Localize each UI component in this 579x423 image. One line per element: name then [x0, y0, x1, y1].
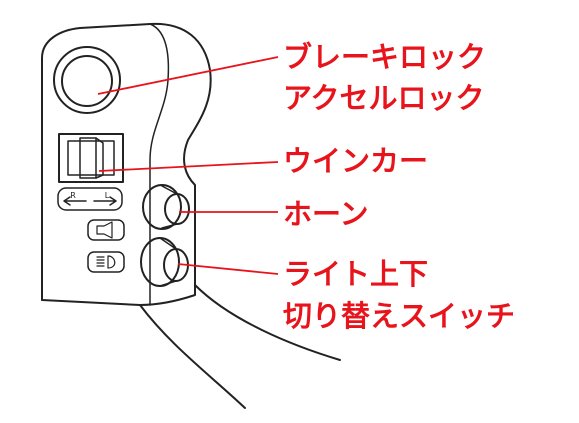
label-brake-lock: ブレーキロック	[283, 40, 487, 74]
winker-switch-frame	[58, 133, 124, 183]
label-winker: ウインカー	[283, 144, 429, 178]
leader-line-winker	[98, 161, 279, 172]
winker-switch-knob	[79, 137, 97, 179]
headlight-marking-plate	[87, 251, 125, 273]
handlebar-upper-edge	[194, 284, 341, 361]
headlight-icon	[96, 255, 116, 269]
horn-marking-plate	[87, 219, 125, 241]
handlebar-lower-edge	[139, 304, 246, 409]
label-accel-lock: アクセルロック	[283, 81, 485, 115]
left-arrow-icon	[63, 196, 87, 206]
winker-switch-slot	[67, 140, 115, 176]
housing-front-edge	[149, 23, 170, 306]
leader-line-light-switch	[177, 263, 279, 275]
light-switch-base	[140, 237, 180, 287]
label-horn: ホーン	[283, 197, 369, 231]
label-light-switch-line1: ライト上下	[283, 257, 429, 291]
brake-lock-button-ring	[53, 46, 121, 114]
label-light-switch-line2: 切り替えスイッチ	[283, 299, 516, 333]
winker-marking-plate	[57, 187, 123, 211]
light-switch-shaft	[159, 237, 177, 287]
horn-button-shaft	[161, 185, 178, 229]
winker-mark-right: R	[70, 191, 76, 200]
horn-icon	[96, 221, 113, 239]
winker-mark-left: L	[105, 191, 110, 200]
winker-switch-knob-side	[95, 137, 104, 179]
housing-outline	[41, 22, 212, 306]
right-arrow-icon	[93, 196, 117, 206]
horn-button-base	[142, 184, 182, 230]
leader-line-brake-lock	[97, 56, 279, 95]
brake-lock-button	[61, 55, 113, 107]
